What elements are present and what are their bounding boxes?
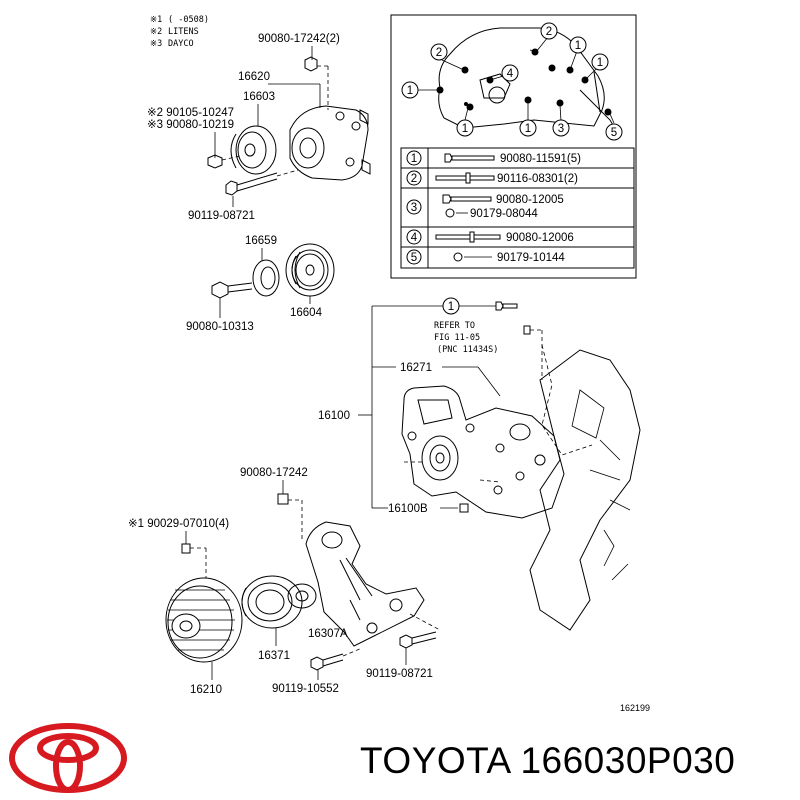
pulley-16604 — [285, 243, 335, 297]
callout-1-pump: 1 — [448, 301, 454, 313]
note-3-text: DAYCO — [168, 39, 194, 49]
note-2-text: LITENS — [168, 27, 199, 37]
table-key-5: 5 — [411, 252, 417, 264]
tensioner-group: 90080-17242(2) 16620 16603 ※2 90105-1024… — [147, 33, 371, 222]
label-90080-10313: 90080-10313 — [186, 321, 254, 333]
water-pump-group: 1 REFER TO FIG 11-05 (PNC 11434S) 16271 … — [318, 297, 650, 713]
callout-1b: 1 — [575, 40, 581, 52]
refer-line-2: FIG 11-05 — [434, 333, 480, 343]
bolt-icon — [399, 634, 413, 649]
table-part-4: 90080-12006 — [506, 232, 574, 244]
label-90080-17242-2: 90080-17242(2) — [258, 33, 340, 45]
timing-cover-outline — [438, 27, 605, 129]
table-part-1: 90080-11591(5) — [500, 153, 581, 165]
bracket-16307A — [305, 521, 425, 647]
label-90080-17242: 90080-17242 — [240, 467, 308, 479]
label-16659: 16659 — [245, 235, 277, 247]
callout-1e: 1 — [525, 123, 531, 135]
bolt-pattern-frame — [390, 14, 637, 279]
brand-part-number: TOYOTA 166030P030 — [360, 740, 736, 781]
bolt-table: 1 90080-11591(5) 2 90116-08301(2) 3 9008… — [400, 147, 635, 269]
table-key-1: 1 — [411, 153, 417, 165]
callout-4: 4 — [507, 68, 514, 80]
water-pump-housing — [401, 385, 565, 519]
bolt-icon — [277, 493, 289, 505]
label-90119-10552: 90119-10552 — [272, 683, 339, 695]
bolt-icon — [207, 154, 223, 169]
notes-legend: ※1 ( -0508) ※2 LITENS ※3 DAYCO — [150, 15, 209, 49]
label-16100B: 16100B — [388, 503, 428, 515]
callout-3: 3 — [558, 123, 564, 135]
bolt-icon — [304, 56, 318, 72]
pulley-16371 — [241, 575, 303, 629]
figure-number: 162199 — [620, 703, 650, 713]
bolt-pattern-panel: 1 2 2 1 1 4 1 1 3 5 — [390, 14, 637, 279]
label-16604: 16604 — [290, 307, 323, 319]
label-16371: 16371 — [258, 650, 290, 662]
callout-2b: 2 — [546, 26, 552, 38]
table-part-5: 90179-10144 — [497, 252, 565, 264]
label-16210: 16210 — [190, 684, 222, 696]
table-key-2: 2 — [411, 173, 417, 185]
fan-coupling-fins — [167, 589, 235, 651]
note-3-mark: ※3 — [150, 39, 162, 49]
tensioner-body — [289, 105, 369, 181]
table-part-3b: 90179-08044 — [470, 208, 538, 220]
label-16603: 16603 — [243, 91, 275, 103]
note-2-mark: ※2 — [150, 27, 162, 37]
label-90105-10247: ※2 90105-10247 — [147, 107, 234, 119]
table-part-3a: 90080-12005 — [496, 194, 564, 206]
toyota-logo-icon — [9, 723, 127, 793]
callout-1d: 1 — [462, 123, 468, 135]
callout-2a: 2 — [436, 47, 442, 59]
label-16307A: 16307A — [308, 628, 348, 640]
callout-circles: 1 2 2 1 1 4 1 1 3 5 — [401, 22, 623, 141]
callout-5: 5 — [611, 127, 617, 139]
note-1-text: ( -0508) — [168, 15, 209, 25]
callout-1a: 1 — [407, 85, 413, 97]
pulley-group: 16659 16604 90080-10313 — [186, 235, 335, 333]
pump-impeller-hub — [421, 435, 459, 481]
bolt-icon — [211, 281, 229, 299]
refer-line-1: REFER TO — [434, 321, 475, 331]
table-part-2: 90116-08301(2) — [497, 173, 578, 185]
label-90119-08721-a: 90119-08721 — [188, 210, 255, 222]
note-1-mark: ※1 — [150, 15, 162, 25]
label-16100: 16100 — [318, 410, 350, 422]
fan-bracket-group: 90080-17242 ※1 90029-07010(4) 16307A 163… — [128, 467, 441, 696]
table-key-4: 4 — [411, 232, 418, 244]
nut-icon — [181, 543, 191, 554]
callout-1c: 1 — [597, 57, 603, 69]
label-90029-07010: ※1 90029-07010(4) — [128, 518, 229, 530]
bolt-icon — [310, 656, 324, 671]
engine-block-outline — [529, 349, 641, 631]
label-90119-08721-b: 90119-08721 — [366, 668, 433, 680]
label-16620: 16620 — [238, 71, 270, 83]
table-key-3: 3 — [411, 202, 417, 214]
label-16271: 16271 — [400, 362, 432, 374]
label-90080-10219: ※3 90080-10219 — [147, 119, 234, 131]
refer-line-3: (PNC 11434S) — [437, 345, 498, 355]
bolt-icon — [225, 180, 238, 196]
idler-pulley — [235, 125, 277, 175]
